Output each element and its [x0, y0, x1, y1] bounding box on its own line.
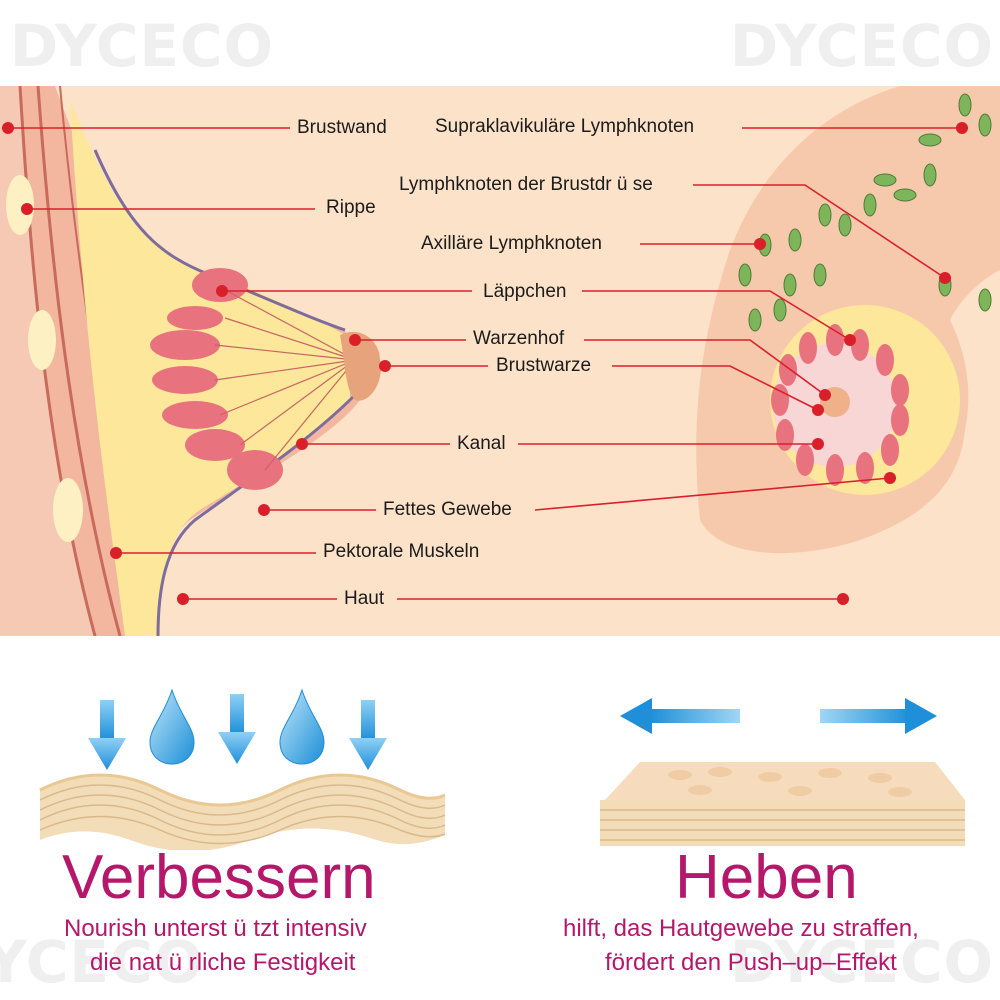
headline-verbessern: Verbessern — [62, 843, 376, 912]
watermark-top-right: DYCECO — [730, 12, 994, 80]
cross-section — [0, 86, 381, 636]
label-pektorale-muskeln: Pektorale Muskeln — [323, 541, 480, 562]
label-brustwarze: Brustwarze — [496, 355, 592, 376]
anatomy-illustration — [0, 86, 1000, 636]
label-rippe: Rippe — [326, 197, 376, 218]
label-laeppchen: Läppchen — [483, 281, 567, 302]
front-view — [696, 86, 1000, 554]
label-brustwand: Brustwand — [297, 117, 387, 138]
down-arrow-icon — [218, 694, 256, 764]
label-lymphknoten-brustdruese: Lymphknoten der Brustdr ü se — [399, 174, 653, 195]
markers — [2, 122, 968, 605]
skin-layers-wavy — [39, 773, 446, 850]
down-arrow-icon — [88, 700, 126, 770]
water-drop-icon — [279, 688, 325, 765]
down-arrow-icon — [349, 700, 387, 770]
verbessern-line-1: Nourish unterst ü tzt intensiv — [64, 915, 367, 942]
left-arrow-icon — [620, 698, 740, 734]
label-haut: Haut — [344, 588, 385, 609]
label-axillaere-lymphknoten: Axilläre Lymphknoten — [421, 233, 602, 254]
label-warzenhof: Warzenhof — [473, 328, 565, 349]
label-kanal: Kanal — [457, 433, 506, 454]
label-supraklavikulaere-lymphknoten: Supraklavikuläre Lymphknoten — [435, 116, 695, 137]
anatomy-panel — [0, 86, 1000, 636]
watermark-top-left: DYCECO — [10, 12, 274, 80]
watermark-bottom-right: DYCECO — [730, 928, 994, 996]
bottom-illustrations — [39, 688, 965, 850]
heben-line-2: fördert den Push–up–Effekt — [605, 949, 897, 976]
water-drop-icon — [149, 688, 195, 765]
label-fettes-gewebe: Fettes Gewebe — [383, 499, 512, 520]
leader-lines — [8, 127, 962, 600]
headline-heben: Heben — [675, 843, 858, 912]
skin-layers-flat — [600, 762, 965, 846]
heben-line-1: hilft, das Hautgewebe zu straffen, — [563, 915, 919, 942]
verbessern-line-2: die nat ü rliche Festigkeit — [90, 949, 356, 976]
right-arrow-icon — [820, 698, 937, 734]
watermark-bottom-left: DYCECO — [0, 928, 204, 996]
